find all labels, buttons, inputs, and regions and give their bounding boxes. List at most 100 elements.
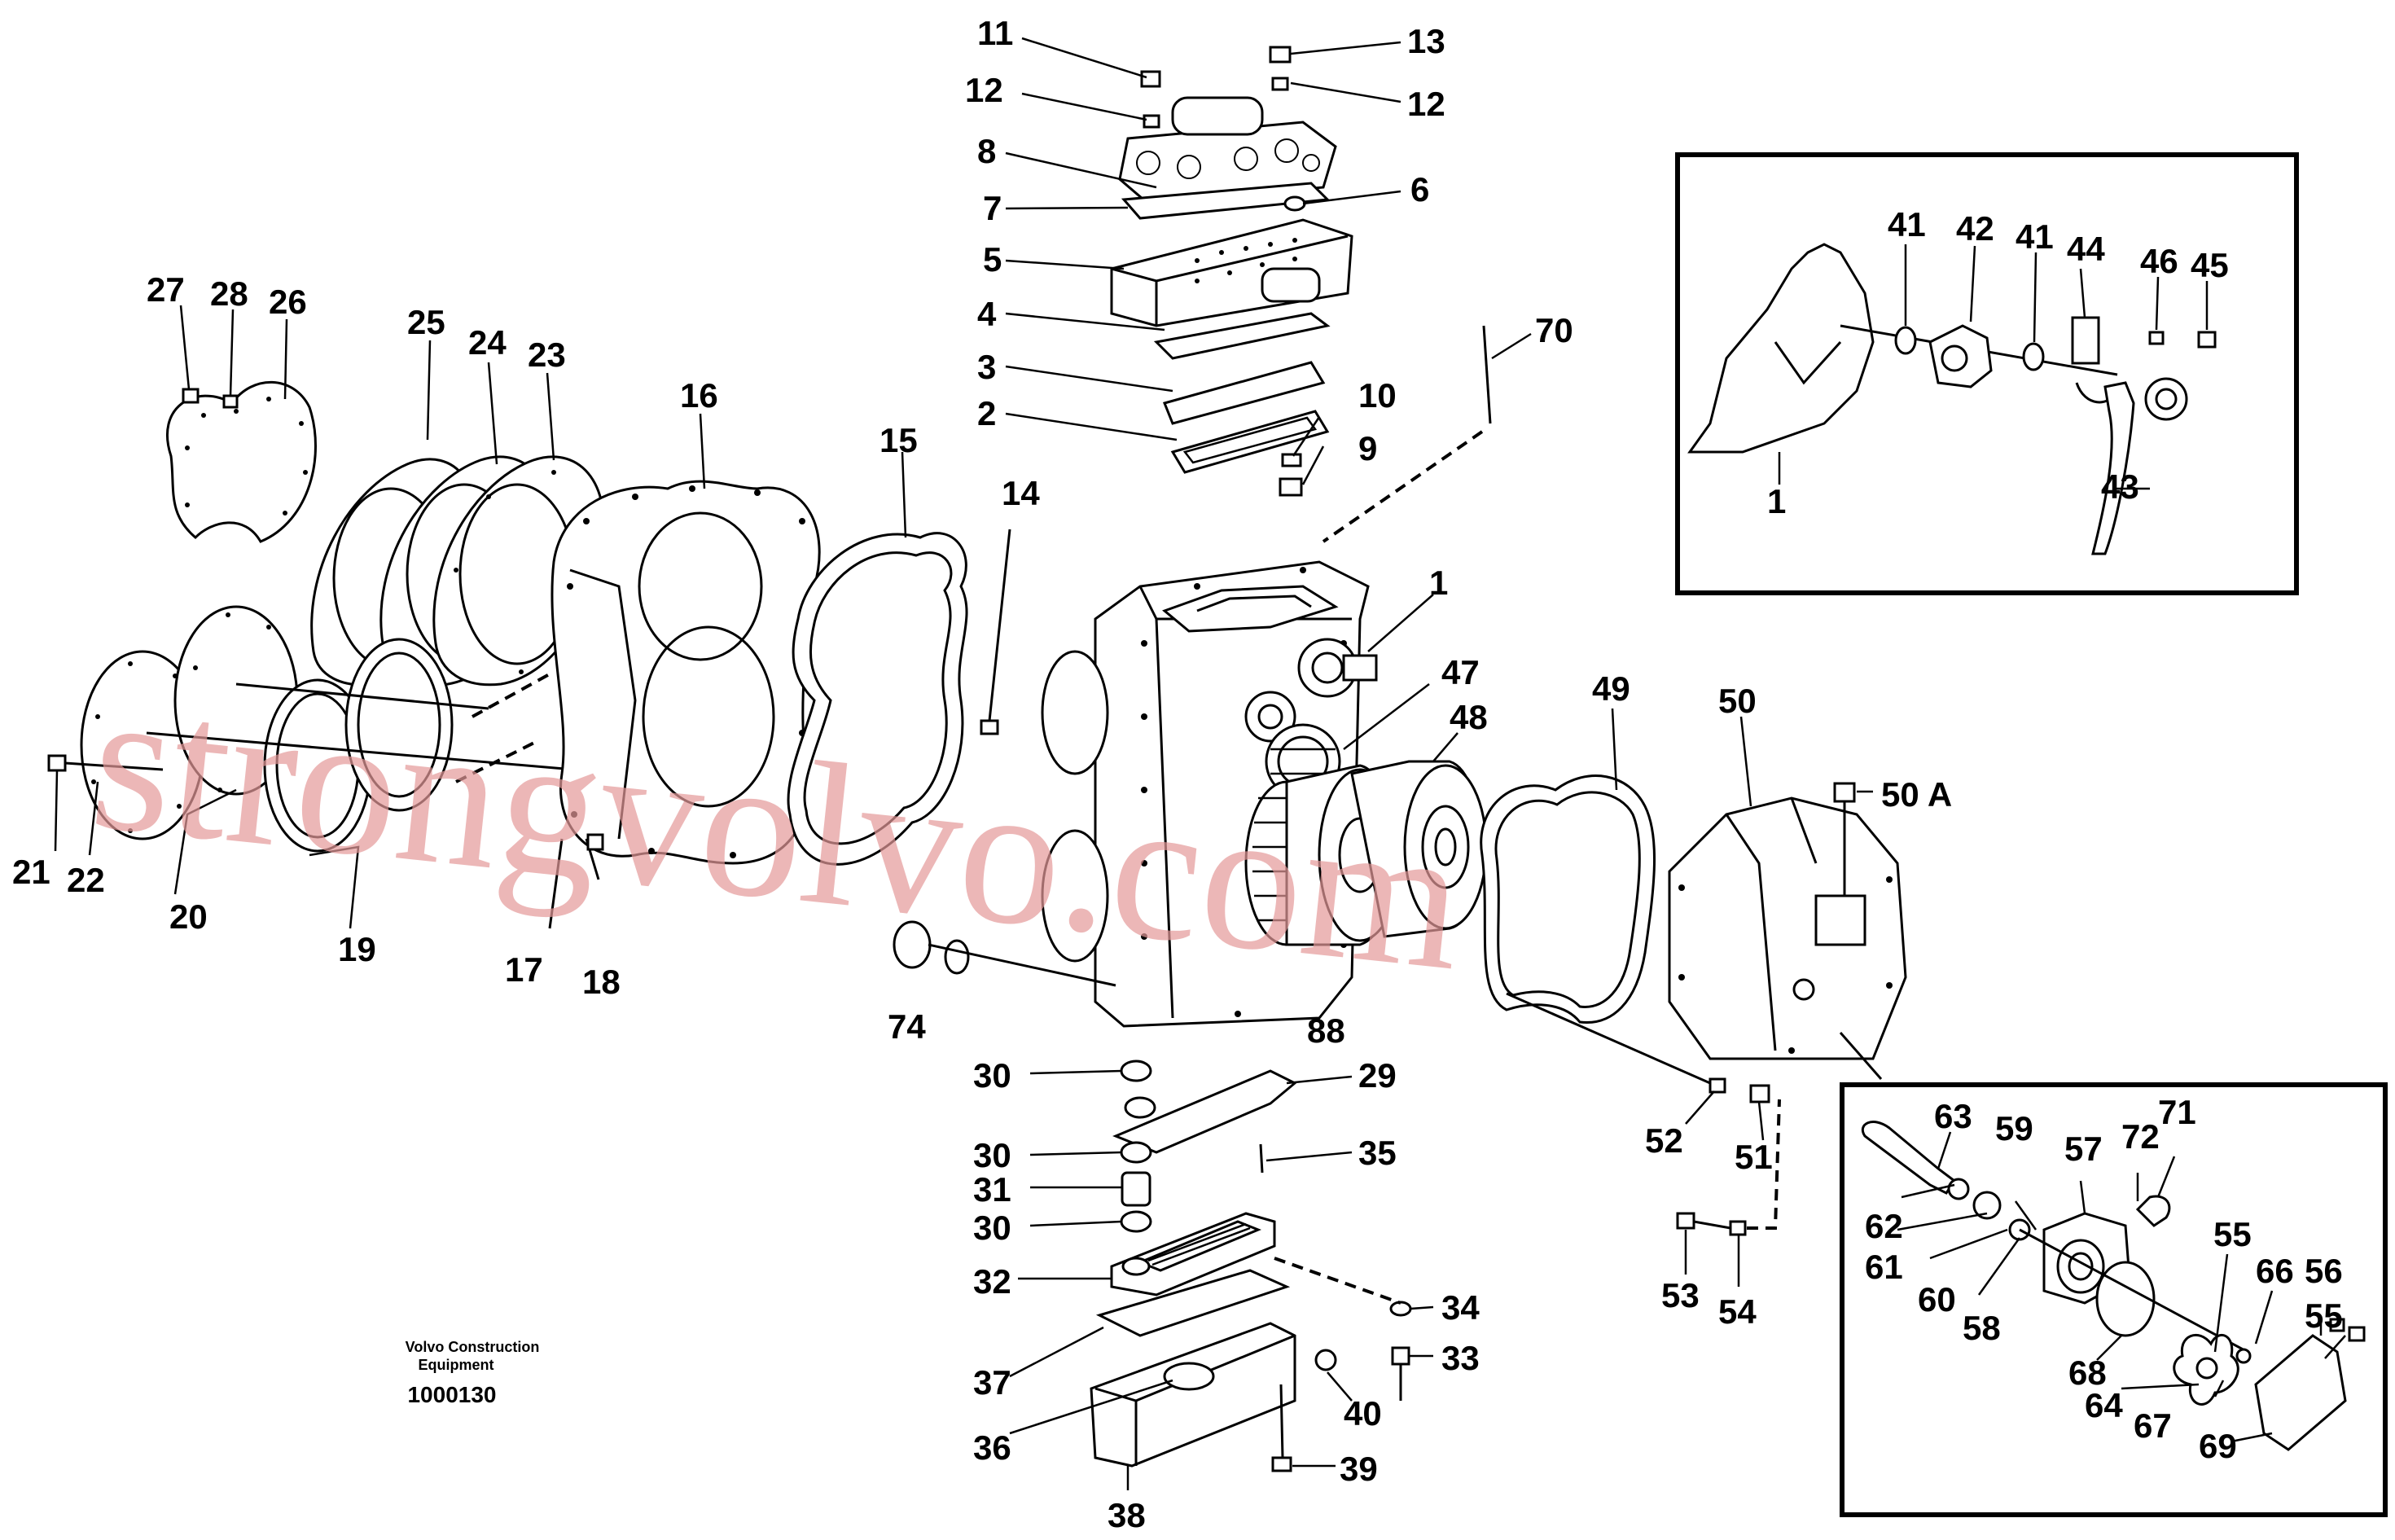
label-35: 35 <box>1358 1134 1397 1172</box>
label-33: 33 <box>1441 1339 1480 1377</box>
label-11: 11 <box>977 14 1013 52</box>
bolt-top-13 <box>1269 46 1292 91</box>
label-40: 40 <box>1344 1394 1382 1433</box>
label-41b: 41 <box>2016 217 2054 256</box>
label-62: 62 <box>1865 1207 1903 1245</box>
gasket-37 <box>1009 1269 1291 1378</box>
pin-14 <box>980 529 1011 735</box>
label-37: 37 <box>973 1363 1011 1402</box>
label-43: 43 <box>2101 467 2139 506</box>
bolts-53-54 <box>1676 1099 1781 1287</box>
cover-plate-29 <box>1112 1069 1353 1154</box>
inset-box-bottom <box>1839 1032 2388 1517</box>
label-14: 14 <box>1002 474 1040 512</box>
plug-74 <box>893 920 1116 987</box>
label-7: 7 <box>983 189 1002 227</box>
bolt-top-11 <box>1140 70 1161 129</box>
leaders-23-25 <box>426 340 555 465</box>
label-36: 36 <box>973 1428 1011 1467</box>
label-32: 32 <box>973 1262 1011 1301</box>
label-23: 23 <box>528 336 566 374</box>
ring-19 <box>263 638 454 853</box>
label-56: 56 <box>2305 1252 2343 1290</box>
label-45: 45 <box>2191 246 2229 284</box>
label-5: 5 <box>983 240 1002 279</box>
label-60: 60 <box>1918 1280 1956 1318</box>
label-4: 4 <box>977 295 997 333</box>
label-41a: 41 <box>1888 205 1926 244</box>
plate-4 <box>1153 312 1331 360</box>
cover-plate-26 <box>165 380 317 543</box>
label-39: 39 <box>1340 1450 1378 1488</box>
bolt-39 <box>1271 1384 1336 1472</box>
label-57: 57 <box>2064 1130 2103 1168</box>
label-70: 70 <box>1535 311 1573 349</box>
label-63: 63 <box>1934 1097 1972 1135</box>
label-24: 24 <box>468 323 507 362</box>
label-48: 48 <box>1450 698 1488 736</box>
caption-company: Volvo Construction <box>406 1339 540 1355</box>
label-72: 72 <box>2121 1117 2160 1156</box>
screws-17-18 <box>548 833 604 929</box>
caption-company-2: Equipment <box>419 1357 494 1373</box>
oil-cooler-32 <box>1018 1212 1276 1296</box>
label-9: 9 <box>1358 429 1377 467</box>
label-13: 13 <box>1407 22 1445 60</box>
label-58: 58 <box>1963 1309 2001 1347</box>
screws-27-28 <box>179 305 288 409</box>
label-30c: 30 <box>973 1209 1011 1247</box>
label-12b: 12 <box>1407 85 1445 123</box>
caption-figure-number: 1000130 <box>407 1382 496 1407</box>
label-71: 71 <box>2158 1093 2196 1131</box>
label-2: 2 <box>977 394 996 432</box>
label-16: 16 <box>680 376 718 415</box>
dashed-shafts-left <box>455 670 555 783</box>
label-53: 53 <box>1661 1276 1700 1314</box>
label-64: 64 <box>2085 1386 2123 1424</box>
screw-21-22 <box>47 754 164 856</box>
label-49: 49 <box>1592 669 1630 708</box>
gasket-15 <box>787 451 968 866</box>
label-1b: 1 <box>1767 482 1786 520</box>
label-1: 1 <box>1429 564 1448 602</box>
label-25: 25 <box>407 303 445 341</box>
washer-6 <box>1283 195 1306 212</box>
leader-lines-top <box>1005 37 1401 485</box>
valve-cover-9 <box>1118 96 1337 205</box>
label-66: 66 <box>2256 1252 2294 1290</box>
plate-3 <box>1162 361 1326 425</box>
label-69: 69 <box>2199 1427 2237 1465</box>
gear-drum-48b <box>1350 732 1488 938</box>
label-17: 17 <box>505 950 543 989</box>
label-29: 29 <box>1358 1056 1397 1095</box>
label-20: 20 <box>169 897 208 936</box>
label-8: 8 <box>977 132 996 170</box>
plug-40 <box>1314 1349 1353 1402</box>
label-18: 18 <box>582 963 621 1001</box>
label-50a: 50 A <box>1881 775 1952 814</box>
label-31: 31 <box>973 1170 1011 1209</box>
label-34: 34 <box>1441 1288 1480 1327</box>
label-38: 38 <box>1108 1496 1146 1534</box>
label-30b: 30 <box>973 1136 1011 1174</box>
label-30a: 30 <box>973 1056 1011 1095</box>
leaders-19-20 <box>173 788 360 929</box>
label-46: 46 <box>2140 242 2178 280</box>
gasket-49 <box>1480 708 1656 1024</box>
label-3: 3 <box>977 348 996 386</box>
cover-housing-50 <box>1668 716 1907 1060</box>
label-42: 42 <box>1956 209 1994 248</box>
bolt-9-10 <box>1279 453 1303 497</box>
label-26: 26 <box>269 283 307 321</box>
dipstick-70 <box>1322 325 1532 543</box>
label-19: 19 <box>338 930 376 968</box>
label-61: 61 <box>1865 1248 1903 1286</box>
valve-body-5 <box>1110 218 1353 327</box>
label-51: 51 <box>1735 1138 1773 1176</box>
label-74: 74 <box>888 1007 926 1046</box>
label-22: 22 <box>67 861 105 899</box>
label-88: 88 <box>1307 1011 1345 1050</box>
label-50: 50 <box>1718 682 1757 720</box>
